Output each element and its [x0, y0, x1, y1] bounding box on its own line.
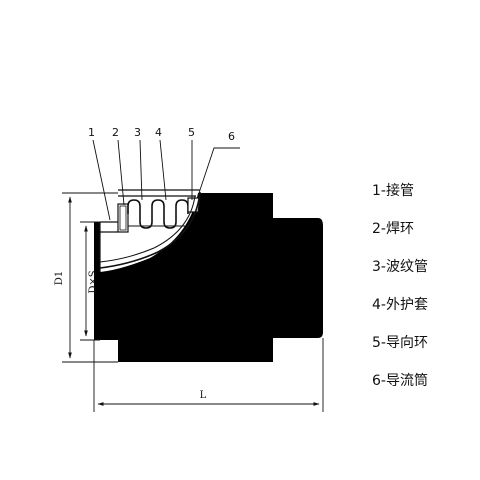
- flow-guide-sleeve-inner: [99, 195, 196, 263]
- dimension-l-label: L: [200, 390, 207, 401]
- bellows: [127, 199, 189, 229]
- legend-separator: -: [380, 335, 386, 351]
- legend-number: 4: [372, 297, 381, 313]
- legend-separator: -: [380, 183, 386, 199]
- legend-separator: -: [380, 221, 386, 237]
- callout-6: 6: [228, 130, 235, 143]
- dimension-dxs: [80, 221, 100, 341]
- weld-ring: [117, 203, 129, 233]
- legend-item-2: 2-焊环: [372, 218, 414, 238]
- callout-5: 5: [188, 126, 195, 139]
- legend-item-1: 1-接管: [372, 180, 414, 200]
- legend-separator: -: [380, 297, 386, 313]
- legend-separator: -: [380, 259, 386, 275]
- legend-name: 导向环: [385, 335, 428, 351]
- callout-2: 2: [112, 126, 119, 139]
- legend-item-4: 4-外护套: [372, 294, 428, 314]
- callout-3: 3: [134, 126, 141, 139]
- legend-name: 导流筒: [385, 373, 428, 389]
- legend-number: 1: [372, 183, 381, 199]
- legend-number: 2: [372, 221, 381, 237]
- legend-item-6: 6-导流筒: [372, 370, 428, 390]
- legend-name: 外护套: [385, 297, 428, 313]
- legend-item-5: 5-导向环: [372, 332, 428, 352]
- legend-item-3: 3-波纹管: [372, 256, 428, 276]
- callout-1: 1: [88, 126, 95, 139]
- legend-number: 6: [372, 373, 381, 389]
- legend-number: 5: [372, 335, 381, 351]
- dimension-dxs-label: D×S: [88, 270, 99, 293]
- legend-name: 波纹管: [385, 259, 428, 275]
- dimension-d1-label: D1: [54, 271, 65, 285]
- dimension-d1: [62, 192, 118, 363]
- connecting-pipe-section: [99, 221, 118, 272]
- legend-separator: -: [380, 373, 386, 389]
- weld-ring-inner: [119, 205, 127, 231]
- flow-guide-sleeve: [99, 191, 201, 269]
- legend-name: 焊环: [385, 221, 414, 237]
- legend-number: 3: [372, 259, 381, 275]
- callout-4: 4: [155, 126, 162, 139]
- outer-jacket-section: [118, 189, 200, 197]
- legend-name: 接管: [385, 183, 414, 199]
- dimension-l: [93, 338, 324, 412]
- right-pipe-stub: [273, 218, 323, 338]
- leader-lines: [92, 139, 240, 221]
